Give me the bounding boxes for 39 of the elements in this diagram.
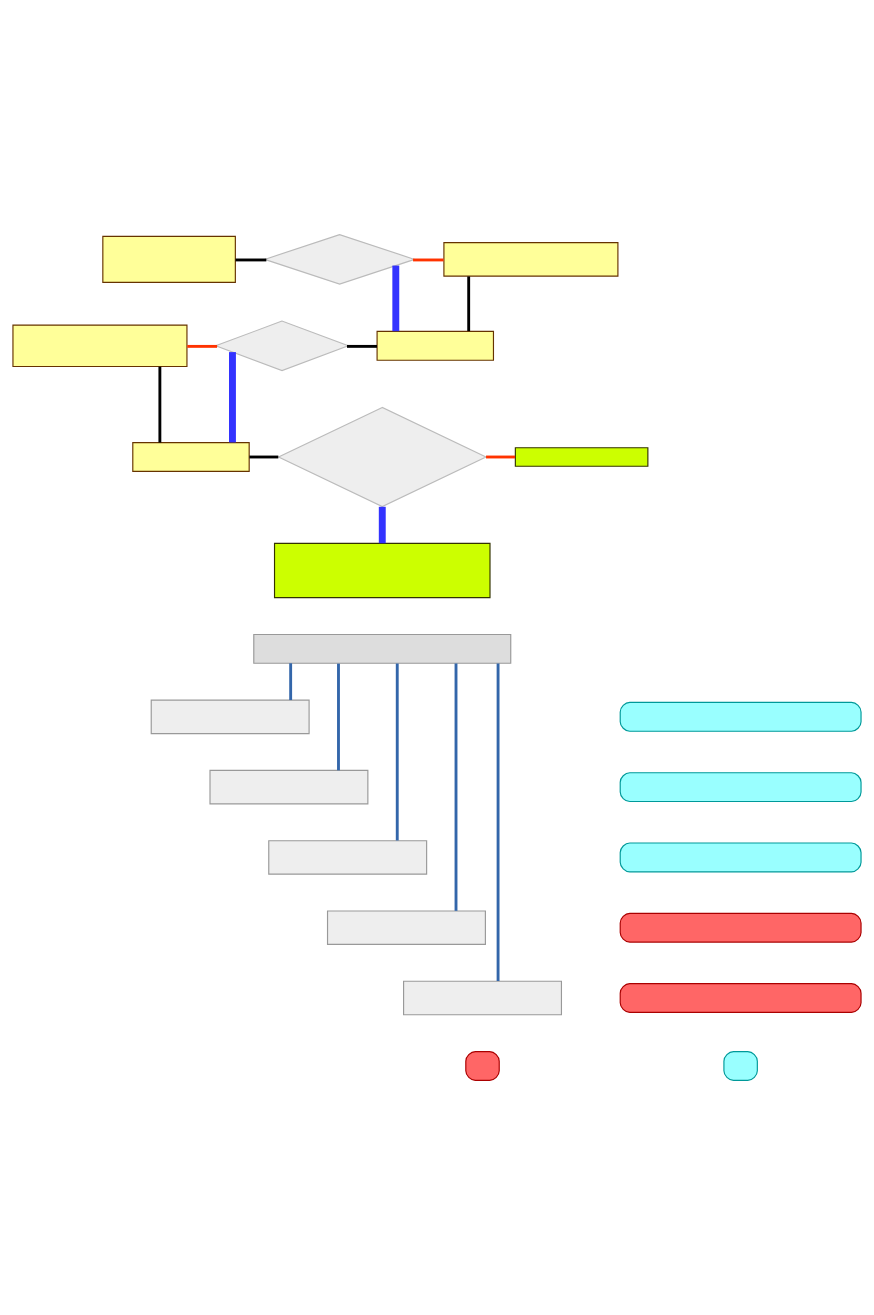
connector [347,344,377,348]
node-box [132,442,250,472]
node-diamond [277,406,488,508]
connector [413,258,444,262]
node-box [465,1051,500,1081]
connector [395,663,399,841]
node-box [443,242,619,277]
node-box [12,324,188,368]
node-box [326,910,486,945]
connector [467,276,471,332]
connector [337,663,340,771]
node-box [253,633,512,664]
node-diamond [262,234,417,285]
connector [496,663,500,981]
node-box [403,980,563,1016]
node-box [619,912,862,943]
node-box [209,769,369,805]
connector [229,352,236,443]
node-box [619,983,862,1013]
connector [392,265,400,332]
node-box [273,542,491,599]
connector [249,455,279,459]
node-box [723,1051,758,1081]
node-box [619,701,862,732]
connector [187,344,218,348]
node-diamond [214,320,350,372]
node-box [619,772,862,803]
node-box [102,235,236,283]
connector [378,506,386,544]
connector [235,258,267,262]
connector [454,663,458,911]
node-box [268,840,428,875]
node-box [619,842,862,873]
node-box [150,699,310,735]
node-box [376,330,495,361]
node-box [514,447,649,467]
connector [158,366,162,443]
connector [486,455,515,459]
connector [289,663,293,701]
